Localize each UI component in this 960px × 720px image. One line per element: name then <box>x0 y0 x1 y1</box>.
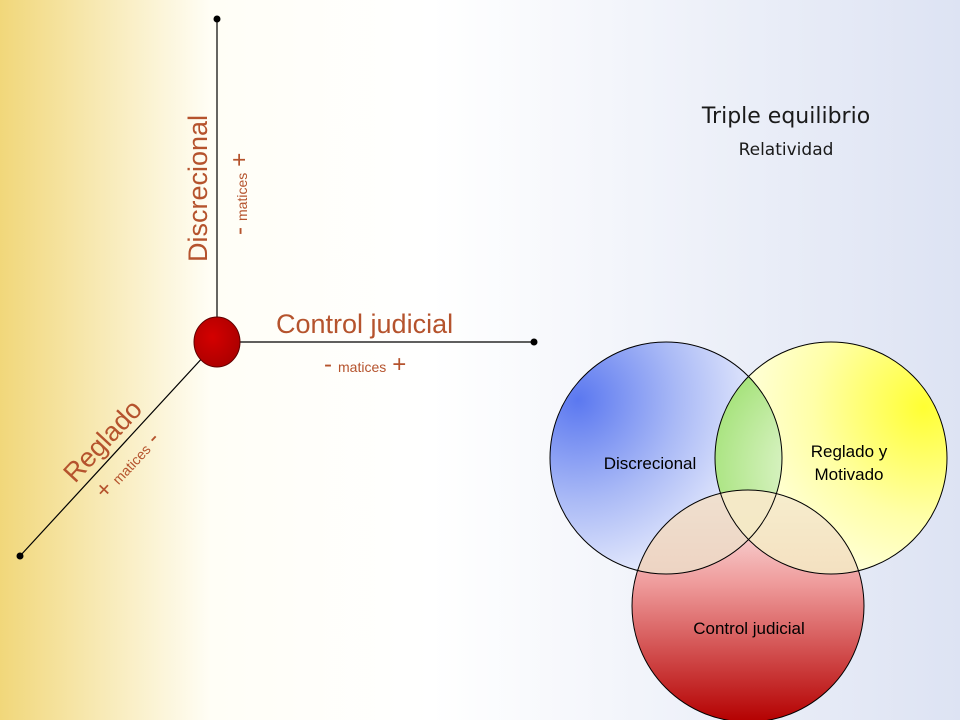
discrecional-axis-label: Discrecional <box>183 115 213 262</box>
control-scale-minus: - <box>324 351 332 378</box>
origin-dot <box>193 316 241 368</box>
venn-label-discrecional: Discrecional <box>604 454 697 473</box>
venn-diagram: Discrecional Reglado y Motivado Control … <box>549 341 948 720</box>
discrecional-scale-plus: + <box>226 153 253 167</box>
venn-outline-control-judicial <box>631 489 865 720</box>
horizontal-axis-endpoint <box>530 338 538 346</box>
venn-overlap-yellow-red <box>715 490 864 574</box>
discrecional-scale-middle: matices <box>234 173 250 221</box>
venn-outline-reglado-motivado <box>714 341 948 575</box>
venn-overlap-blue-red <box>632 490 782 574</box>
discrecional-axis-scale: - matices + <box>226 153 253 235</box>
venn-outline-discrecional <box>549 341 783 575</box>
control-judicial-axis-scale: -matices + <box>324 351 406 378</box>
discrecional-scale-minus: - <box>226 227 253 235</box>
diagonal-axis-line <box>19 341 218 557</box>
venn-label-control-judicial: Control judicial <box>693 619 805 638</box>
control-judicial-axis-label: Control judicial <box>276 309 453 339</box>
subtitle: Relatividad <box>739 140 834 160</box>
control-scale-middle: matices <box>338 359 386 375</box>
venn-label-reglado-line2: Motivado <box>815 465 884 484</box>
control-scale-plus: + <box>392 351 406 378</box>
title: Triple equilibrio <box>701 104 870 129</box>
vertical-axis-endpoint <box>213 15 221 23</box>
venn-label-reglado-line1: Reglado y <box>811 442 888 461</box>
diagonal-axis-endpoint <box>16 552 24 560</box>
